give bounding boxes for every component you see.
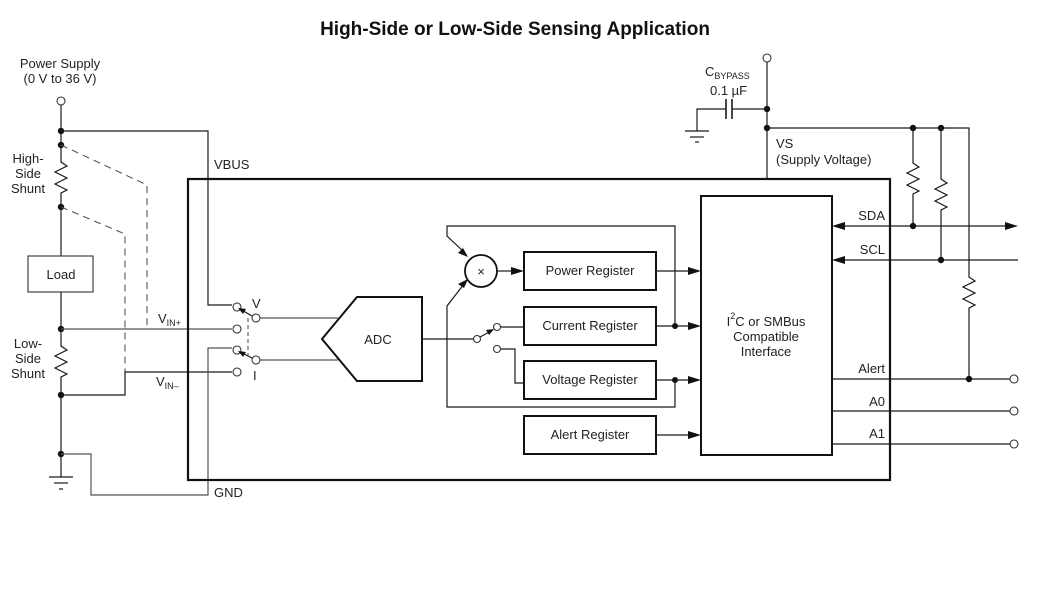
interface-block	[700, 195, 833, 456]
current-register-arrow	[688, 322, 701, 330]
vin-plus-label: VIN+	[158, 311, 181, 328]
a0-terminal	[1009, 406, 1019, 416]
low-shunt-label-2: Side	[15, 351, 41, 366]
mux-v-label: V	[252, 296, 261, 311]
junction-alert	[965, 375, 973, 383]
interface-label-2: Compatible	[733, 329, 799, 344]
alert-register-arrow	[688, 431, 701, 439]
mux-i-switch-arrow	[238, 351, 246, 357]
alert-label: Alert	[858, 361, 885, 376]
diagram-title: High-Side or Low-Side Sensing Applicatio…	[320, 19, 710, 40]
power-register	[523, 251, 657, 291]
low-shunt-label-3: Shunt	[11, 366, 45, 381]
multiplier-input-lower	[446, 283, 465, 339]
multiplier-symbol: ×	[477, 264, 485, 279]
power-register-label: Power Register	[546, 263, 636, 278]
sda-arrow-in	[832, 222, 845, 230]
multiplier-arrow-lower	[458, 279, 468, 288]
vin-minus-wire	[61, 371, 232, 396]
power-supply-terminal	[56, 96, 66, 106]
vbus-label: VBUS	[214, 157, 250, 172]
mux-i-label: I	[253, 368, 257, 383]
high-shunt-label-3: Shunt	[11, 181, 45, 196]
current-register	[523, 306, 657, 346]
a0-label: A0	[869, 394, 885, 409]
multiplier-output-arrow	[511, 267, 524, 275]
junction-voltage-out	[672, 377, 678, 383]
to-voltage-register-wire	[501, 348, 524, 384]
load-label: Load	[47, 267, 76, 282]
junction-current-out	[672, 323, 678, 329]
adc-block	[320, 296, 423, 382]
bypass-wire-left	[696, 108, 726, 131]
sda-arrow-out	[1005, 222, 1018, 230]
interface-label-3: Interface	[741, 344, 792, 359]
mux-i-out-terminal	[251, 355, 261, 365]
voltage-feedback-wire	[446, 339, 676, 408]
vs-terminal	[762, 53, 772, 63]
bypass-cap-name: CBYPASS	[705, 64, 750, 81]
pullup-resistor-scl	[933, 128, 949, 260]
power-supply-range: (0 V to 36 V)	[24, 71, 97, 86]
chip-outline	[186, 177, 892, 482]
reg-switch-common	[472, 334, 482, 344]
a1-terminal	[1009, 439, 1019, 449]
bypass-cap-value: 0.1 µF	[710, 83, 747, 98]
low-side-shunt-resistor	[53, 329, 69, 395]
power-supply-label: Power Supply	[20, 56, 101, 71]
high-side-sense-plus	[60, 144, 148, 329]
gnd-label: GND	[214, 485, 243, 500]
adc-label: ADC	[364, 332, 391, 347]
alert-terminal	[1009, 374, 1019, 384]
mux-v-out-terminal	[251, 313, 261, 323]
reg-switch-arrow	[486, 329, 494, 335]
scl-label: SCL	[860, 242, 885, 257]
alert-register	[523, 415, 657, 455]
multiplier-arrow-upper	[458, 248, 468, 257]
vbus-wire	[61, 130, 232, 306]
alert-register-label: Alert Register	[551, 427, 630, 442]
low-shunt-label-1: Low-	[14, 336, 42, 351]
power-register-arrow	[688, 267, 701, 275]
mux-vinminus-terminal	[232, 367, 242, 377]
scl-arrow-in	[832, 256, 845, 264]
high-shunt-label-1: High-	[12, 151, 43, 166]
interface-label-1: I2C or SMBus	[727, 311, 806, 329]
mux-v-switch-arrow	[238, 308, 246, 314]
junction-scl	[937, 256, 945, 264]
high-side-shunt-resistor	[53, 145, 69, 207]
reg-switch-current-terminal	[492, 322, 502, 332]
current-feedback-wire	[446, 225, 676, 325]
pullup-resistor-alert	[961, 268, 977, 379]
a1-label: A1	[869, 426, 885, 441]
voltage-register-arrow	[688, 376, 701, 384]
junction-sda	[909, 222, 917, 230]
pullup-resistor-sda	[905, 128, 921, 226]
sda-label: SDA	[858, 208, 885, 223]
voltage-register-label: Voltage Register	[542, 372, 638, 387]
gnd-wire	[61, 347, 232, 496]
vs-label: VS	[776, 136, 794, 151]
current-register-label: Current Register	[542, 318, 638, 333]
high-side-sense-minus	[60, 206, 126, 372]
vs-rail	[767, 127, 970, 268]
mux-vinplus-terminal	[232, 324, 242, 334]
high-shunt-label-2: Side	[15, 166, 41, 181]
vin-minus-label: VIN–	[156, 374, 179, 391]
reg-switch-voltage-terminal	[492, 344, 502, 354]
vs-desc-label: (Supply Voltage)	[776, 152, 871, 167]
